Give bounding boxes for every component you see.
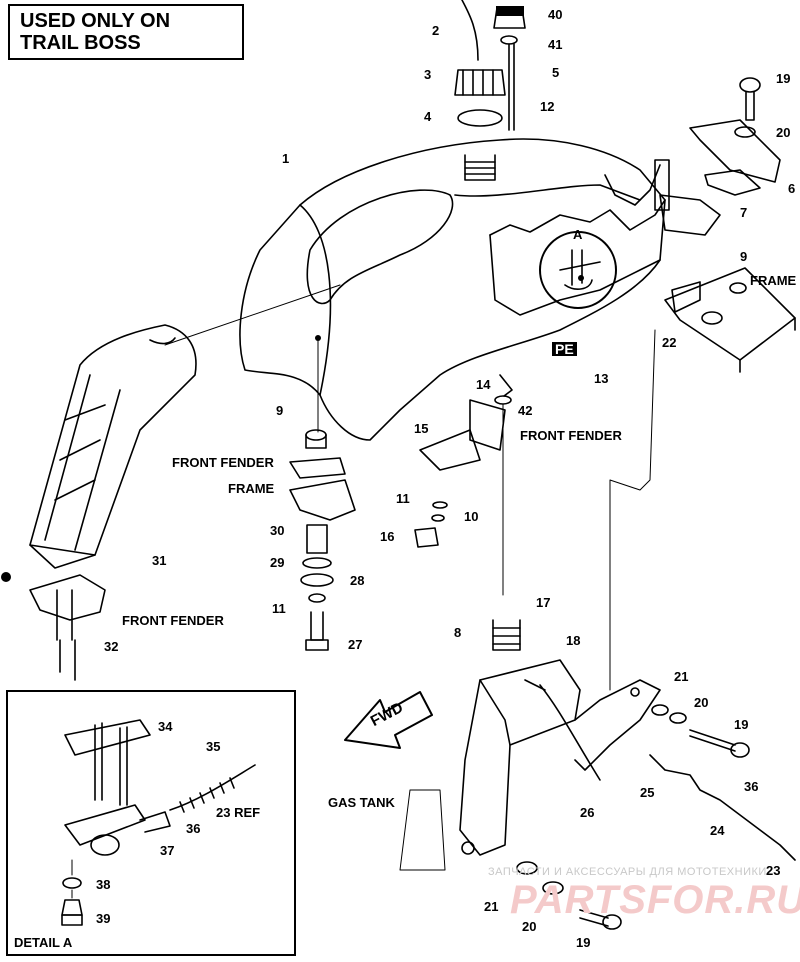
part-number-28: 28 — [350, 573, 365, 588]
tank-ridge — [299, 204, 332, 396]
bracket-6 — [689, 119, 781, 183]
part-number-36b: 36 — [744, 779, 759, 794]
trail-boss-notice-box: USED ONLY ON TRAIL BOSS — [8, 4, 244, 60]
part-number-29: 29 — [270, 555, 285, 570]
frame-plate — [664, 267, 796, 361]
part-number-8: 8 — [454, 625, 462, 640]
notice-line-2: TRAIL BOSS — [20, 32, 141, 54]
part-number-5: 5 — [552, 65, 560, 80]
part-number-32: 32 — [104, 639, 119, 654]
detail-a-circle — [539, 231, 617, 309]
part-number-41: 41 — [548, 37, 563, 52]
part-number-19b: 19 — [734, 717, 749, 732]
vent-hose — [461, 0, 479, 61]
part-number-19a: 19 — [776, 71, 791, 86]
part-number-10: 10 — [464, 509, 479, 524]
part-number-13: 13 — [594, 371, 609, 386]
tank-shroud — [239, 138, 666, 441]
fwd-arrow — [344, 691, 433, 749]
label-frame-1: FRAME — [228, 481, 275, 496]
part-number-15: 15 — [414, 421, 429, 436]
part-number-18: 18 — [566, 633, 581, 648]
notice-line-1: USED ONLY ON — [20, 10, 171, 32]
part-number-21a: 21 — [674, 669, 689, 684]
part-number-7: 7 — [740, 205, 748, 220]
part-number-23-ref: 23 REF — [216, 805, 261, 820]
part-number-25: 25 — [640, 785, 655, 800]
part-number-37: 37 — [160, 843, 175, 858]
part-number-20b: 20 — [694, 695, 709, 710]
fender-bracket — [29, 324, 197, 556]
label-front-fender-1: FRONT FENDER — [172, 455, 274, 470]
part-number-19c: 19 — [576, 935, 591, 950]
part-number-11a: 11 — [396, 491, 410, 506]
label-front-fender-2: FRONT FENDER — [122, 613, 224, 628]
fuel-line — [539, 684, 601, 781]
part-number-34: 34 — [158, 719, 173, 734]
label-gas-tank: GAS TANK — [328, 795, 395, 810]
part-number-3: 3 — [424, 67, 432, 82]
part-number-22: 22 — [662, 335, 677, 350]
decal-pe: PE — [552, 342, 577, 356]
part-number-6: 6 — [788, 181, 796, 196]
part-number-31: 31 — [152, 553, 167, 568]
part-number-20a: 20 — [776, 125, 791, 140]
part-number-2: 2 — [432, 23, 440, 38]
part-number-26: 26 — [580, 805, 595, 820]
part-number-17: 17 — [536, 595, 551, 610]
label-frame-2: FRAME — [750, 273, 797, 288]
label-detail-callout: A — [573, 227, 583, 242]
part-number-23: 23 — [766, 863, 781, 878]
part-number-9a: 9 — [276, 403, 284, 418]
part-number-30: 30 — [270, 523, 285, 538]
part-number-21b: 21 — [484, 899, 499, 914]
cutaway-edge — [489, 199, 666, 236]
part-number-20c: 20 — [522, 919, 537, 934]
label-detail-a: DETAIL A — [14, 935, 73, 950]
part-number-12: 12 — [540, 99, 555, 114]
tank-channel — [306, 189, 454, 305]
part-number-16: 16 — [380, 529, 395, 544]
label-front-fender-3: FRONT FENDER — [520, 428, 622, 443]
bracket-7 — [659, 194, 721, 236]
frame-bracket-left — [289, 479, 356, 521]
part-number-11b: 11 — [272, 601, 286, 616]
part-number-4: 4 — [424, 109, 432, 124]
part-number-35: 35 — [206, 739, 221, 754]
reservoir-tank — [459, 659, 581, 856]
front-fender-mount-right — [469, 399, 506, 451]
part-number-24: 24 — [710, 823, 725, 838]
part-number-39: 39 — [96, 911, 111, 926]
front-fender-piece-left — [29, 574, 106, 621]
filler-cap — [454, 69, 506, 96]
part-number-42: 42 — [518, 403, 533, 418]
watermark-logo: PARTSFOR.RU — [510, 878, 800, 922]
part-number-36a: 36 — [186, 821, 201, 836]
tank-inner — [454, 184, 641, 201]
part-number-38: 38 — [96, 877, 111, 892]
detail-a-box — [6, 690, 296, 956]
part-number-40: 40 — [548, 7, 563, 22]
part-number-1: 1 — [282, 151, 290, 166]
part-number-14: 14 — [476, 377, 491, 392]
part-number-9b: 9 — [740, 249, 748, 264]
part-number-27: 27 — [348, 637, 363, 652]
watermark-tagline: ЗАПЧАСТИ И АКСЕССУАРЫ ДЛЯ МОТОТЕХНИКИ — [488, 866, 767, 878]
